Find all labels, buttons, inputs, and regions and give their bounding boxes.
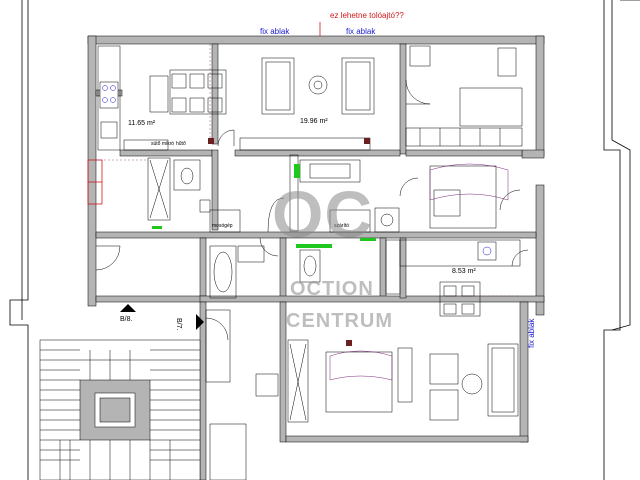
appliance-oven: sütő mikró [151, 141, 175, 147]
watermark-line1: OCTION [290, 278, 374, 300]
watermark-line2: CENTRUM [286, 310, 393, 332]
bathroom-fixtures [209, 239, 521, 317]
walls [87, 35, 545, 480]
bedroom-1 [405, 45, 523, 229]
area-living: 19.96 m² [300, 118, 328, 125]
appliance-dryer: szárító [334, 223, 350, 229]
stair-arrows [120, 304, 204, 330]
window-label-top-left: fix ablak [260, 27, 290, 36]
building-outline [9, 0, 640, 480]
green-accents [152, 164, 376, 248]
kitchen-furniture [97, 45, 227, 221]
stair-label-b7: B/7. [175, 318, 182, 331]
appliance-fridge: hűtő [176, 141, 186, 147]
stair-label-b8: B/8. [120, 316, 133, 323]
area-dining: 8.53 m² [452, 268, 476, 275]
bedroom-2 [205, 309, 519, 480]
annotation-sliding-door: ez lehetne tolóajtó?? [330, 11, 404, 20]
window-label-side: fix ablak [527, 318, 536, 348]
watermark-logo: OC [272, 177, 373, 251]
stairwell [39, 339, 201, 480]
red-accents [87, 22, 321, 205]
guide-lines [96, 44, 520, 297]
area-kitchen: 11.65 m² [128, 120, 156, 127]
appliance-washer: mosógép [212, 223, 233, 229]
doors [95, 79, 529, 341]
columns [208, 138, 370, 346]
window-label-top-right: fix ablak [346, 27, 376, 36]
